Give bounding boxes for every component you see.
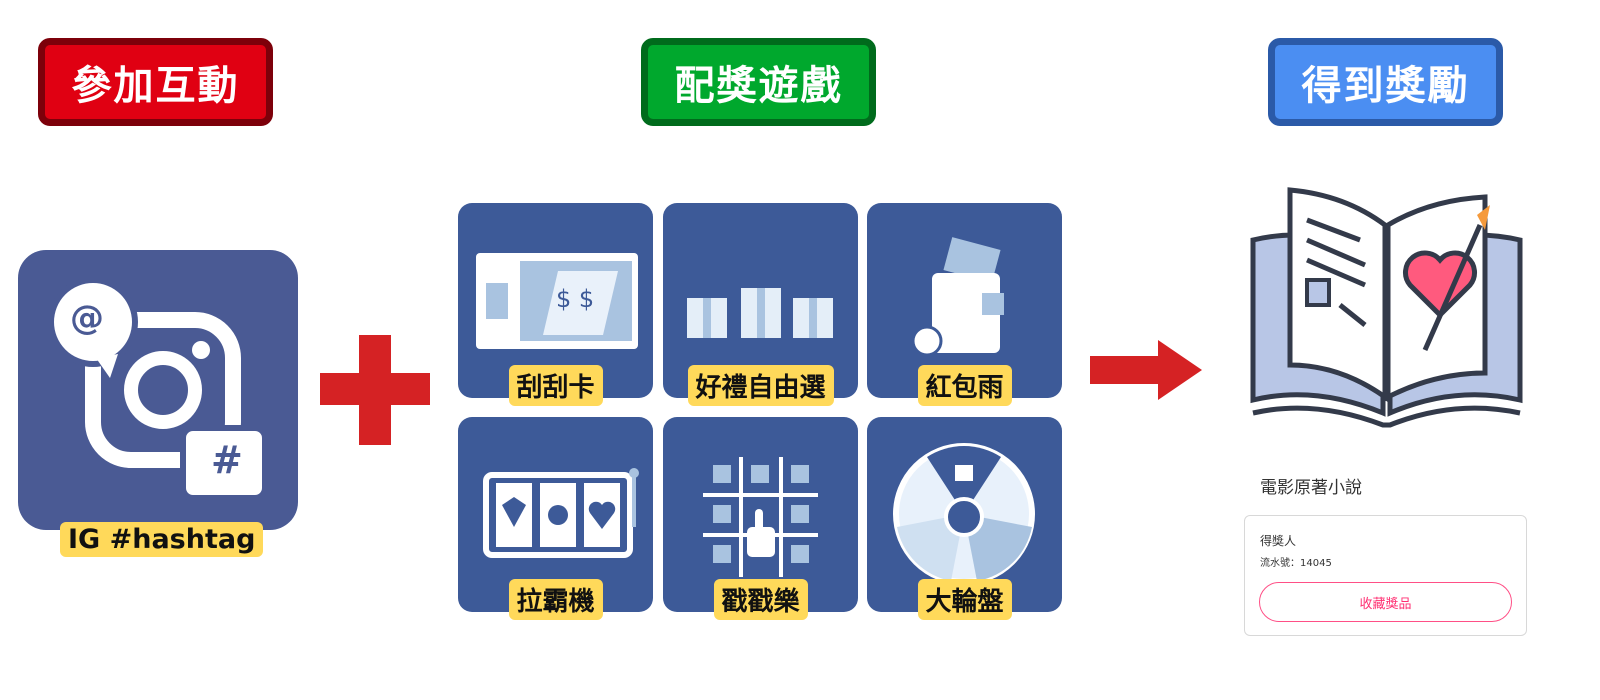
prize-wheel-icon xyxy=(893,443,1035,585)
slot-machine-icon xyxy=(483,468,639,558)
game-label: 大輪盤 xyxy=(917,579,1012,620)
scratch-card-text: $ $ xyxy=(556,285,595,313)
prize-title: 電影原著小說 xyxy=(1260,478,1362,498)
ig-hashtag-label: IG #hashtag xyxy=(60,522,264,557)
book-heart-icon xyxy=(1250,187,1523,428)
game-label: 刮刮卡 xyxy=(508,365,603,406)
game-gift-choice[interactable]: 好禮自由選 xyxy=(663,203,858,406)
arrow-right-icon xyxy=(1090,340,1202,400)
game-scratch-card[interactable]: $ $ 刮刮卡 xyxy=(458,203,653,406)
at-sign: @ xyxy=(70,298,104,338)
instagram-icon xyxy=(48,277,268,501)
scratch-card-icon xyxy=(476,253,638,349)
game-label: 拉霸機 xyxy=(508,579,603,620)
game-label: 紅包雨 xyxy=(917,365,1012,406)
step-reward-badge: 得到獎勵 xyxy=(1268,38,1503,126)
hash-sign: # xyxy=(211,438,243,482)
prize-card: 得獎人 流水號：14045 收藏獎品 xyxy=(1244,515,1527,636)
winner-label: 得獎人 xyxy=(1260,534,1297,548)
game-red-envelope[interactable]: 紅包雨 xyxy=(867,203,1062,406)
game-prize-wheel[interactable]: 大輪盤 xyxy=(867,417,1062,620)
red-envelope-icon xyxy=(911,237,1004,357)
serial-number: 流水號：14045 xyxy=(1260,558,1332,569)
collect-prize-button[interactable]: 收藏獎品 xyxy=(1259,582,1512,622)
game-label: 戳戳樂 xyxy=(713,579,808,620)
instagram-tile: @ # xyxy=(18,250,298,530)
game-label: 好禮自由選 xyxy=(687,365,834,406)
step-game-badge: 配獎遊戲 xyxy=(641,38,876,126)
step-join-badge: 參加互動 xyxy=(38,38,273,126)
game-slot-machine[interactable]: 拉霸機 xyxy=(458,417,653,620)
poke-game-icon xyxy=(703,457,818,577)
game-poke[interactable]: 戳戳樂 xyxy=(663,417,858,620)
gift-choice-icon xyxy=(687,288,833,338)
